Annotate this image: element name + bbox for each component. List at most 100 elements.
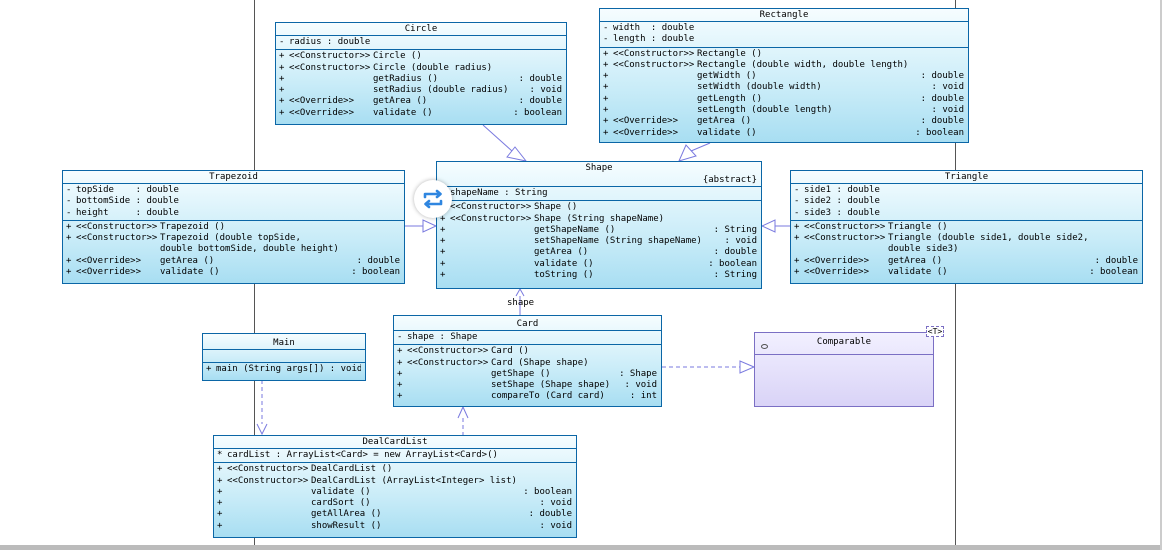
- return-type: : boolean: [1089, 267, 1138, 278]
- visibility-marker: -: [794, 185, 800, 195]
- visibility-marker: +: [66, 255, 72, 266]
- visibility-marker: +: [66, 221, 72, 232]
- method-signature: setRadius (double radius): [373, 85, 509, 96]
- stereotype-label: <<Constructor>>: [289, 62, 371, 73]
- method-signature: Triangle (double side1, double side2,: [888, 233, 1089, 244]
- field-text: cardList : ArrayList<Card> = new ArrayLi…: [227, 450, 498, 460]
- method-row: +main (String args[]) : void: [206, 364, 365, 375]
- method-row: double side3): [794, 244, 1142, 255]
- method-signature: validate (): [697, 127, 757, 138]
- method-row: +<<Override>>validate (): boolean: [279, 108, 566, 119]
- return-type: : boolean: [513, 107, 562, 118]
- class-triangle[interactable]: Triangle -side1 : double-side2 : double-…: [790, 170, 1143, 284]
- visibility-marker: -: [66, 196, 72, 207]
- method-signature: setShapeName (String shapeName): [534, 236, 702, 247]
- method-signature: DealCardList (ArrayList<Integer> list): [311, 475, 517, 486]
- stereotype-label: [613, 82, 697, 93]
- method-signature: getRadius (): [373, 73, 439, 84]
- method-row: +<<Constructor>>Circle (): [279, 51, 566, 62]
- class-main-fields: [203, 349, 365, 362]
- return-type: : Shape: [619, 368, 657, 379]
- method-signature: Trapezoid (): [160, 221, 226, 232]
- method-row: +<<Constructor>>DealCardList (ArrayList<…: [217, 476, 576, 487]
- class-shape-stereotype: {abstract}: [702, 175, 757, 185]
- class-trapezoid[interactable]: Trapezoid -topSide : double-bottomSide :…: [62, 170, 405, 284]
- class-card[interactable]: Card -shape : Shape +<<Constructor>>Card…: [393, 315, 662, 407]
- visibility-marker: +: [279, 62, 285, 73]
- method-row: +<<Constructor>>Rectangle (double width,…: [603, 60, 968, 71]
- interface-type-parameter: <T>: [926, 326, 944, 337]
- class-rectangle[interactable]: Rectangle -width : double-length : doubl…: [599, 8, 969, 143]
- return-type: : double: [713, 247, 757, 258]
- trapezoid-extends-shape-arrowhead: [422, 219, 438, 233]
- visibility-marker: +: [217, 464, 223, 475]
- visibility-marker: +: [440, 270, 446, 281]
- return-type: : boolean: [523, 486, 572, 497]
- method-row: +<<Constructor>>Rectangle (): [603, 49, 968, 60]
- visibility-marker: [66, 244, 76, 255]
- field-text: topSide : double: [76, 185, 179, 195]
- stereotype-label: [450, 236, 534, 247]
- class-shape[interactable]: Shape {abstract} -shapeName : String +<<…: [436, 161, 762, 289]
- circle-extends-shape-arrowhead: [506, 146, 528, 162]
- field-row: -height : double: [66, 208, 404, 219]
- return-type: [562, 63, 566, 74]
- stereotype-label: [227, 487, 311, 498]
- stereotype-label: <<Constructor>>: [76, 221, 158, 232]
- visibility-marker: -: [603, 34, 609, 45]
- main-dealcardlist-dependency-arrow: [256, 423, 268, 436]
- method-row: + <<Constructor>>Circle (double radius): [279, 63, 566, 74]
- return-type: : double: [920, 71, 964, 82]
- class-circle[interactable]: Circle -radius : double +<<Constructor>>…: [275, 22, 567, 125]
- stereotype-label: [804, 244, 888, 255]
- return-type: [400, 233, 404, 244]
- method-signature: cardSort (): [311, 498, 371, 509]
- method-signature: Circle (double radius): [373, 62, 493, 73]
- method-row: +<<Override>>validate (): boolean: [603, 128, 968, 139]
- class-dealcardlist-fields: *cardList : ArrayList<Card> = new ArrayL…: [214, 448, 576, 462]
- interface-comparable[interactable]: Comparable: [754, 332, 934, 407]
- field-row: -side2 : double: [794, 196, 1142, 207]
- method-row: +setRadius (double radius): void: [279, 85, 566, 96]
- method-row: +showResult (): void: [217, 521, 576, 532]
- return-type: : double: [518, 73, 562, 84]
- visibility-marker: +: [397, 346, 403, 357]
- visibility-marker: +: [217, 509, 223, 520]
- class-main-methods: +main (String args[]) : void: [203, 362, 365, 376]
- class-dealcardlist[interactable]: DealCardList *cardList : ArrayList<Card>…: [213, 435, 577, 538]
- return-type: : void: [529, 85, 562, 96]
- stereotype-label: <<Override>>: [289, 107, 355, 118]
- class-main[interactable]: Main +main (String args[]) : void: [202, 333, 366, 381]
- return-type: : double: [920, 116, 964, 127]
- return-type: : double: [356, 255, 400, 266]
- class-trapezoid-fields: -topSide : double-bottomSide : double-he…: [63, 183, 404, 220]
- method-signature: setWidth (double width): [697, 82, 822, 93]
- visibility-marker: +: [279, 107, 285, 118]
- class-rectangle-name: Rectangle: [759, 10, 809, 20]
- field-text: length : double: [613, 34, 695, 45]
- return-type: [400, 222, 404, 233]
- return-type: [657, 346, 661, 357]
- return-type: : void: [539, 520, 572, 531]
- stereotype-label: <<Override>>: [804, 267, 870, 278]
- stereotype-label: <<Constructor>>: [613, 48, 695, 59]
- method-signature: Rectangle (double width, double length): [697, 59, 909, 70]
- field-text: side1 : double: [804, 185, 880, 195]
- visibility-marker: +: [603, 71, 609, 82]
- return-type: : double: [518, 96, 562, 107]
- visibility-marker: +: [217, 520, 223, 531]
- return-type: : String: [713, 270, 757, 281]
- method-signature: Rectangle (): [697, 48, 763, 59]
- method-row: +compareTo (Card card): int: [397, 391, 661, 402]
- method-signature: Shape (String shapeName): [534, 213, 665, 224]
- visibility-marker: -: [603, 23, 609, 33]
- visibility-marker: +: [603, 116, 609, 127]
- field-row: -side1 : double: [794, 185, 1142, 196]
- return-type: : boolean: [708, 258, 757, 269]
- class-dealcardlist-methods: +<<Constructor>>DealCardList ()+<<Constr…: [214, 462, 576, 533]
- stereotype-label: <<Override>>: [76, 255, 142, 266]
- sync-button[interactable]: [414, 180, 452, 218]
- visibility-marker: [794, 244, 804, 255]
- method-signature: double bottomSide, double height): [160, 244, 339, 255]
- stereotype-label: <<Override>>: [804, 255, 870, 266]
